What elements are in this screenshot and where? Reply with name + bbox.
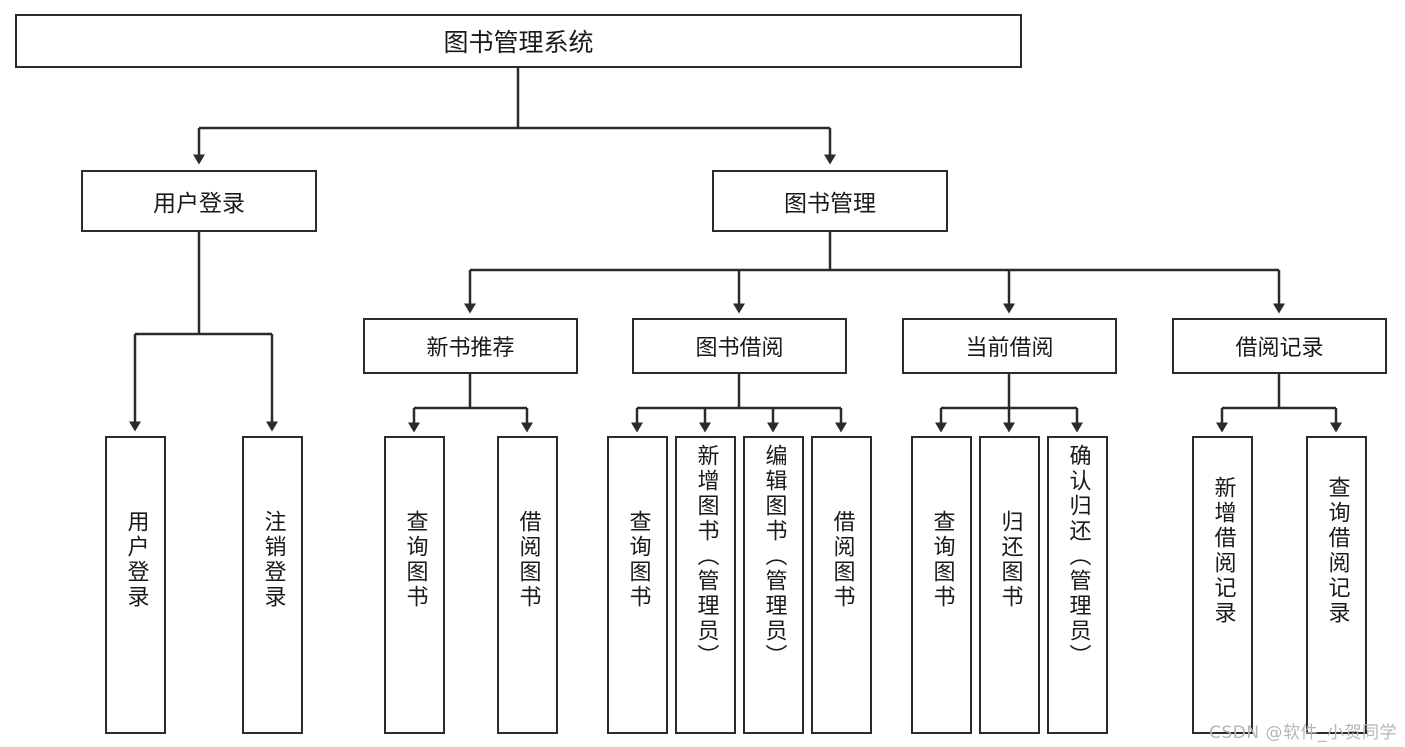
leaf-new-book-borrow[interactable]: 借阅图书 xyxy=(497,436,558,734)
leaf-label: 新增借阅记录 xyxy=(1210,476,1236,626)
leaf-label: 新增图书（管理员） xyxy=(693,444,719,669)
leaf-borrow-edit-book[interactable]: 编辑图书（管理员） xyxy=(743,436,804,734)
node-current-borrow[interactable]: 当前借阅 xyxy=(902,318,1117,374)
node-user-login-label: 用户登录 xyxy=(153,191,245,217)
leaf-new-book-query[interactable]: 查询图书 xyxy=(384,436,445,734)
node-borrow-record-label: 借阅记录 xyxy=(1235,336,1324,361)
node-book-borrow[interactable]: 图书借阅 xyxy=(632,318,847,374)
node-new-book-recommend-label: 新书推荐 xyxy=(426,336,515,361)
leaf-label: 确认归还（管理员） xyxy=(1065,444,1091,669)
leaf-label: 借阅图书 xyxy=(829,510,855,610)
leaf-label: 查询借阅记录 xyxy=(1324,476,1350,626)
node-book-borrow-label: 图书借阅 xyxy=(695,336,784,361)
leaf-current-confirm-return[interactable]: 确认归还（管理员） xyxy=(1047,436,1108,734)
leaf-label: 查询图书 xyxy=(929,510,955,610)
node-user-login[interactable]: 用户登录 xyxy=(81,170,317,232)
leaf-label: 查询图书 xyxy=(402,510,428,610)
leaf-label: 归还图书 xyxy=(997,510,1023,610)
leaf-current-query-book[interactable]: 查询图书 xyxy=(911,436,972,734)
leaf-borrow-add-book[interactable]: 新增图书（管理员） xyxy=(675,436,736,734)
leaf-borrow-query-book[interactable]: 查询图书 xyxy=(607,436,668,734)
node-root-label: 图书管理系统 xyxy=(443,28,594,57)
node-new-book-recommend[interactable]: 新书推荐 xyxy=(363,318,578,374)
leaf-label: 用户登录 xyxy=(123,510,149,610)
leaf-label: 编辑图书（管理员） xyxy=(761,444,787,669)
leaf-user-login-signin[interactable]: 用户登录 xyxy=(105,436,166,734)
leaf-label: 借阅图书 xyxy=(515,510,541,610)
leaf-user-login-signout[interactable]: 注销登录 xyxy=(242,436,303,734)
leaf-label: 查询图书 xyxy=(625,510,651,610)
leaf-current-return-book[interactable]: 归还图书 xyxy=(979,436,1040,734)
node-book-management-label: 图书管理 xyxy=(784,191,876,217)
leaf-record-add[interactable]: 新增借阅记录 xyxy=(1192,436,1253,734)
leaf-record-query[interactable]: 查询借阅记录 xyxy=(1306,436,1367,734)
csdn-watermark: CSDN @软件_小贺同学 xyxy=(1209,723,1397,743)
node-root[interactable]: 图书管理系统 xyxy=(15,14,1022,68)
node-borrow-record[interactable]: 借阅记录 xyxy=(1172,318,1387,374)
leaf-borrow-borrow-book[interactable]: 借阅图书 xyxy=(811,436,872,734)
leaf-label: 注销登录 xyxy=(260,510,286,610)
node-current-borrow-label: 当前借阅 xyxy=(965,336,1054,361)
node-book-management[interactable]: 图书管理 xyxy=(712,170,948,232)
